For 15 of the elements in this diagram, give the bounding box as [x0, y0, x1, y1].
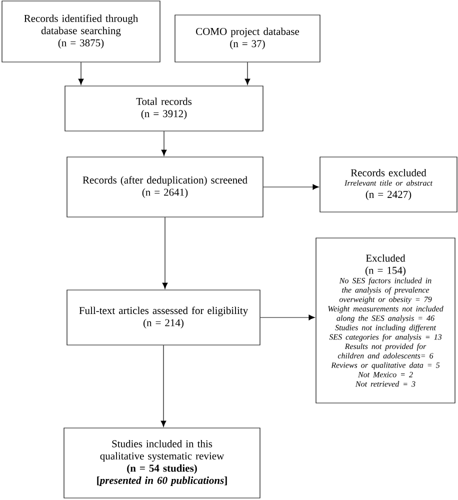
arrow	[260, 314, 315, 320]
arrow	[161, 131, 167, 156]
arrow	[162, 217, 168, 289]
exclusion-box: Records excluded Irrelevant title or abstract (n = 2427)	[320, 156, 458, 212]
process-box: Records (after deduplication) screened (n = 2641)	[66, 156, 264, 218]
process-box: Full-text articles assessed for eligibility (n = 214)	[66, 290, 260, 346]
process-box: COMO project database (n = 37)	[174, 14, 320, 62]
process-box: Total records (n = 3912)	[64, 86, 264, 132]
arrow	[160, 345, 166, 427]
process-box: Records identified through database searching (n = 3875)	[2, 0, 160, 62]
arrow	[263, 184, 319, 190]
arrow	[78, 62, 84, 85]
arrow	[244, 62, 250, 85]
exclusion-box: Excluded (n = 154) No SES factors included in the analysis of prevalence overweight or obesity = 79 Weight measurements not included along the SES analysis = 46 Studies not including different SES categories for analysis = 13 Results not provided for children and adolescents= 6 Reviews or qualitative data = 5 Not Mexico = 2 Not retrieved = 3	[316, 238, 456, 404]
result-box: Studies included in this qualitative systematic review (n = 54 studies) [presented in 60 publications]	[64, 428, 260, 498]
